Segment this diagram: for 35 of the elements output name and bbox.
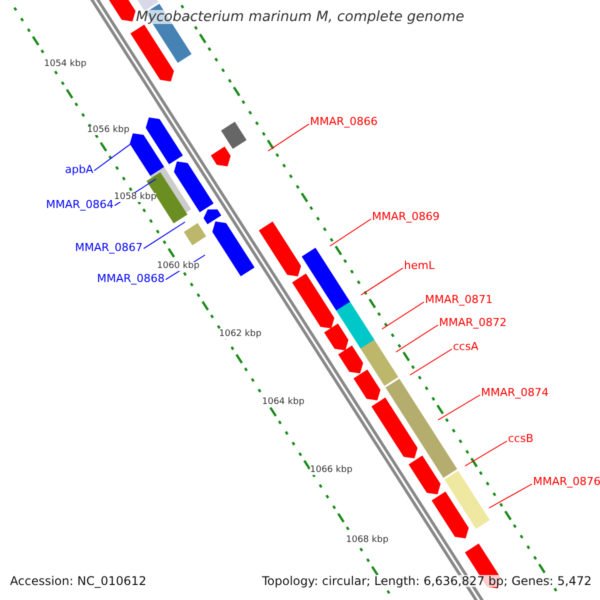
leader-line bbox=[143, 222, 186, 250]
tick-label: 1060 kbp bbox=[157, 262, 200, 271]
leader-line bbox=[330, 218, 372, 246]
tick-label: 1056 kbp bbox=[87, 126, 130, 135]
tick-label: 1062 kbp bbox=[219, 330, 262, 339]
tick-label: 1068 kbp bbox=[346, 536, 388, 545]
leader-line bbox=[464, 440, 508, 466]
leader-line bbox=[268, 124, 310, 152]
gene-label: hemL bbox=[404, 260, 435, 271]
gene-label: apbA bbox=[65, 164, 94, 175]
tick-label: 1064 kbp bbox=[262, 398, 304, 407]
gene-label: ccsB bbox=[508, 433, 534, 444]
tick-label: 1054 kbp bbox=[44, 60, 86, 69]
gene-label: MMAR_0872 bbox=[439, 317, 507, 328]
gene-label: MMAR_0871 bbox=[425, 294, 493, 305]
leader-line bbox=[94, 142, 132, 172]
gene-label: MMAR_0869 bbox=[372, 211, 440, 222]
leader-line bbox=[382, 302, 424, 330]
gene-label: ccsA bbox=[453, 341, 478, 352]
leader-line bbox=[410, 348, 452, 376]
leader-line bbox=[396, 324, 438, 352]
gene-label: MMAR_0866 bbox=[310, 116, 378, 127]
footer-text: Topology: circular; Length: 6,636,827 bp; Genes: 5,472 bbox=[262, 575, 592, 587]
tick-label: 1066 kbp bbox=[310, 466, 352, 475]
footer-text: Accession: NC_010612 bbox=[10, 575, 146, 587]
gene-label: MMAR_0874 bbox=[481, 387, 549, 398]
map-title: Mycobacterium marinum M, complete genome bbox=[136, 10, 464, 24]
leader-line bbox=[360, 268, 404, 296]
gene-label: MMAR_0876 bbox=[533, 476, 600, 487]
gene-label: MMAR_0868 bbox=[97, 273, 165, 284]
tick-label: 1058 kbp bbox=[114, 193, 156, 202]
leader-line bbox=[488, 484, 532, 508]
leader-line bbox=[438, 394, 480, 420]
gene-label: MMAR_0867 bbox=[75, 242, 143, 253]
gene-label: MMAR_0864 bbox=[46, 199, 114, 210]
